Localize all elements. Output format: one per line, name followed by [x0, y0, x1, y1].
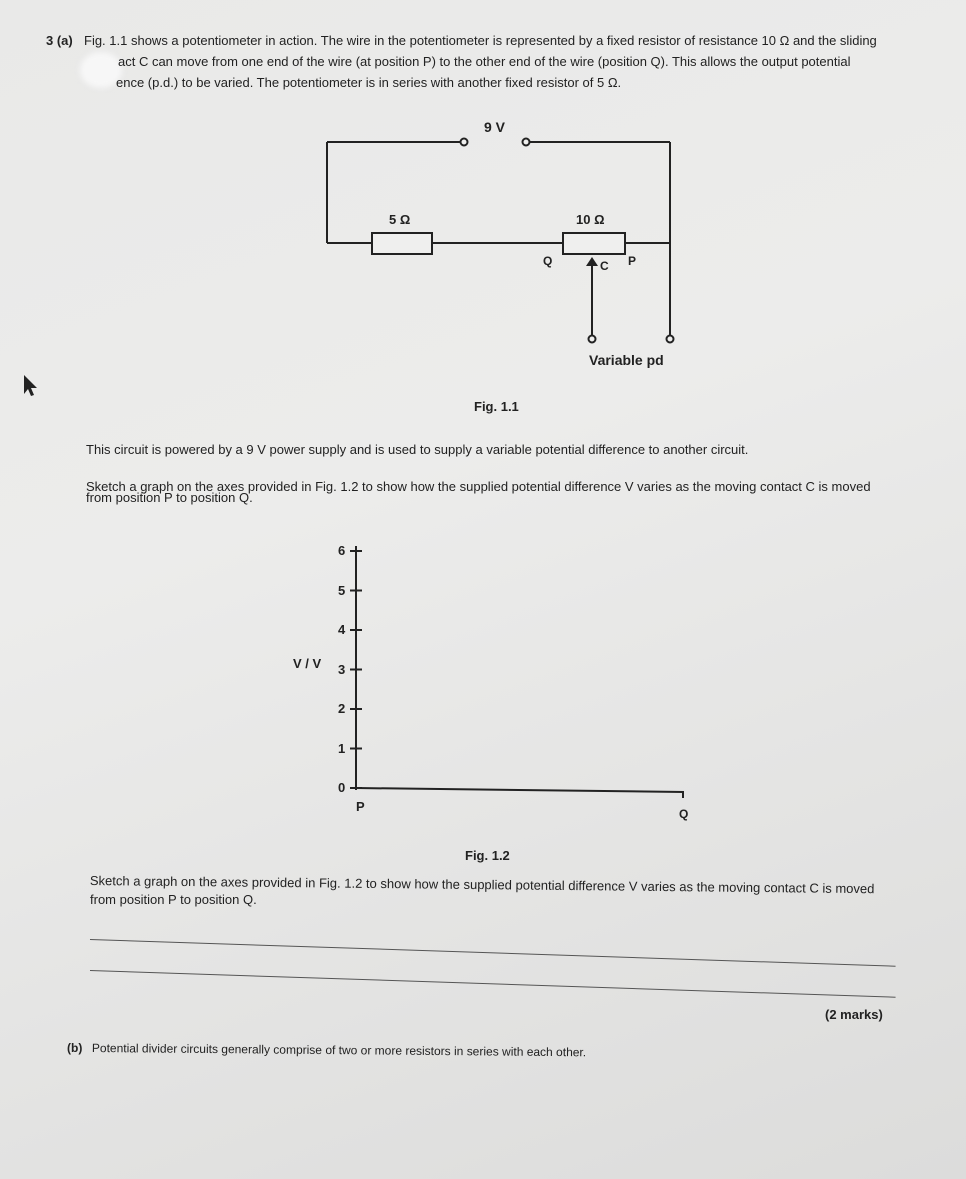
figure-1-2-caption: Fig. 1.2 — [465, 848, 510, 863]
y-tick-label-1: 1 — [338, 740, 346, 756]
instruction-line-1: Sketch a graph on the axes provided in F… — [86, 479, 871, 494]
x-end-label: Q — [679, 807, 689, 821]
supply-label: 9 V — [484, 119, 506, 135]
x-axis — [355, 787, 685, 793]
x-start-label: P — [356, 799, 365, 814]
label-p: P — [628, 254, 637, 268]
answer-line-2[interactable] — [89, 970, 896, 998]
y-tick-label-6: 6 — [338, 543, 346, 558]
part-b-label: (b) — [67, 1041, 83, 1055]
y-tick-label-2: 2 — [338, 701, 346, 716]
paragraph-power-supply: This circuit is powered by a 9 V power s… — [86, 442, 749, 457]
question-intro-line-2: act C can move from one end of the wire … — [118, 54, 851, 69]
y-tick-label-3: 3 — [338, 661, 346, 677]
label-c: C — [600, 259, 609, 273]
label-q: Q — [543, 254, 553, 268]
glare-blob — [80, 52, 122, 88]
circuit-diagram — [326, 137, 675, 344]
instruction-line-2: from position P to position Q. — [86, 490, 253, 505]
resistor-5-label: 5 Ω — [389, 212, 411, 227]
variable-pd-label: Variable pd — [589, 352, 664, 368]
output-terminal-left — [587, 334, 597, 344]
resistor-5-ohm — [371, 232, 433, 255]
mouse-cursor-icon — [24, 375, 37, 396]
question-intro-line-1: Fig. 1.1 shows a potentiometer in action… — [84, 33, 877, 48]
resistor-10-ohm — [562, 232, 626, 255]
supply-terminal-right — [521, 137, 531, 147]
slider-arrow-icon — [586, 257, 598, 266]
answer-line-1[interactable] — [89, 939, 896, 967]
repeat-instruction-line-2: from position P to position Q. — [90, 892, 257, 907]
y-tick-label-0: 0 — [338, 780, 346, 795]
supply-terminal-left — [459, 137, 469, 147]
figure-1-1-caption: Fig. 1.1 — [474, 399, 519, 414]
part-b-text: Potential divider circuits generally com… — [91, 1041, 587, 1060]
graph-axes — [350, 546, 685, 798]
resistor-10-label: 10 Ω — [576, 212, 605, 227]
y-tick-label-4: 4 — [338, 622, 346, 637]
y-axis-label: V / V — [293, 656, 322, 671]
question-number: 3 (a) — [46, 33, 73, 48]
marks-label: (2 marks) — [825, 1007, 883, 1022]
y-tick-label-5: 5 — [338, 582, 346, 598]
question-intro-line-3: ence (p.d.) to be varied. The potentiome… — [116, 75, 622, 90]
output-terminal-right — [665, 334, 675, 344]
